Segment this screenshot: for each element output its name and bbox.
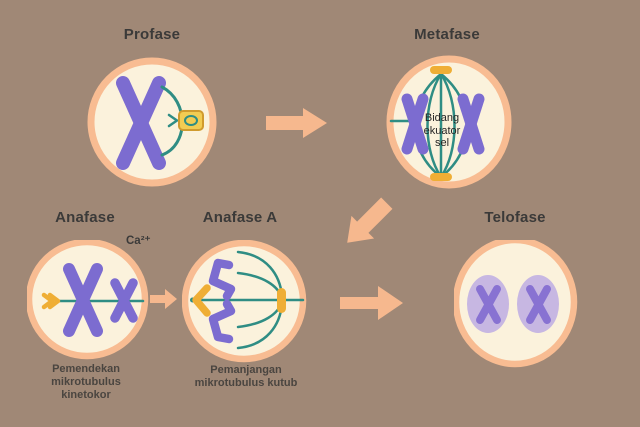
- chromosome-x-right-icon: [457, 93, 485, 155]
- anafase-cell: [27, 240, 149, 360]
- yellow-chevrons-icon: [41, 292, 61, 310]
- profase-cell: [87, 57, 217, 187]
- metafase-cell: [386, 55, 512, 189]
- chromosome-x-right-icon: [526, 285, 551, 324]
- metafase-title: Metafase: [414, 26, 480, 43]
- telofase-cell: [454, 240, 578, 368]
- kinetochore-icon: [178, 110, 204, 131]
- profase-title: Profase: [123, 26, 181, 43]
- calcium-ion-label: Ca²⁺: [126, 235, 151, 247]
- cell-membrane: [454, 240, 578, 368]
- chromosome-x-left-icon: [476, 285, 501, 324]
- arrow-down-left-icon: [347, 197, 393, 243]
- arrow-right-icon: [266, 108, 327, 138]
- chromosome-x-large-icon: [63, 263, 103, 337]
- telofase-title: Telofase: [484, 209, 546, 226]
- arrow-right-icon: [340, 286, 403, 320]
- spindle-pole-bottom: [430, 173, 452, 181]
- anafase-a-cell: [182, 240, 307, 363]
- spindle-pole-top: [430, 66, 452, 74]
- yellow-chevron-icon: [192, 284, 211, 317]
- v-chromosomes-icon: [208, 258, 236, 344]
- chromosome-x-left-icon: [401, 93, 429, 155]
- spindle-pole-bar: [277, 288, 286, 313]
- chevron-mark-icon: [167, 113, 179, 128]
- anafase-a-title: Anafase A: [202, 209, 278, 226]
- anafase-a-caption: Pemanjangan mikrotubulus kutub: [194, 364, 298, 389]
- chromosome-x-icon: [116, 76, 166, 170]
- anafase-title: Anafase: [55, 209, 115, 226]
- equator-annotation: Bidang ekuator sel: [423, 112, 461, 149]
- anafase-caption: Pemendekan mikrotubulus kinetokor: [51, 363, 121, 401]
- chromosome-x-small-icon: [110, 278, 138, 323]
- arrow-right-small-icon: [150, 289, 177, 309]
